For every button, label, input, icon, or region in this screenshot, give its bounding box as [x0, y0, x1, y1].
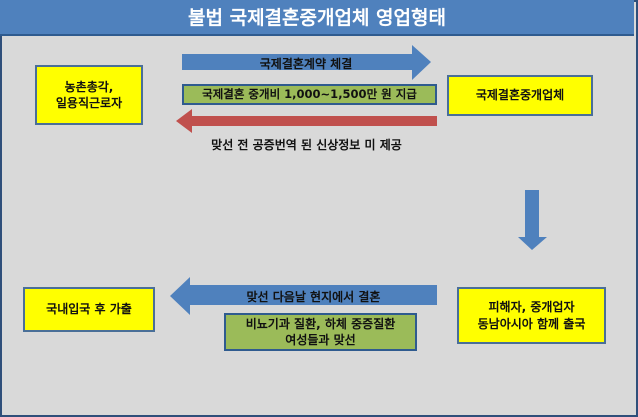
node-farmers: 농촌총각, 일용직근로자 — [35, 65, 143, 125]
arrow-left-no-info — [176, 109, 437, 133]
fee-box: 국제결혼 중개비 1,000~1,500만 원 지급 — [182, 84, 437, 105]
marriage-label: 맞선 다음날 현지에서 결혼 — [246, 290, 381, 304]
arrow-down — [518, 190, 547, 250]
arrow-right-contract — [182, 45, 431, 80]
node-departure: 피해자, 중개업자 동남아시아 함께 출국 — [457, 287, 606, 344]
arrow-left-marriage — [170, 277, 437, 315]
node-runaway: 국내입국 후 가출 — [23, 287, 155, 332]
page-title: 불법 국제결혼중개업체 영업형태 — [0, 0, 634, 36]
disease-box: 비뇨기과 질환, 하체 중증질환 여성들과 맞선 — [224, 313, 417, 351]
contract-label: 국제결혼계약 체결 — [259, 57, 353, 71]
node-agency: 국제결혼중개업체 — [447, 75, 593, 116]
no-info-label: 맞선 전 공증번역 된 신상정보 미 제공 — [211, 138, 402, 152]
